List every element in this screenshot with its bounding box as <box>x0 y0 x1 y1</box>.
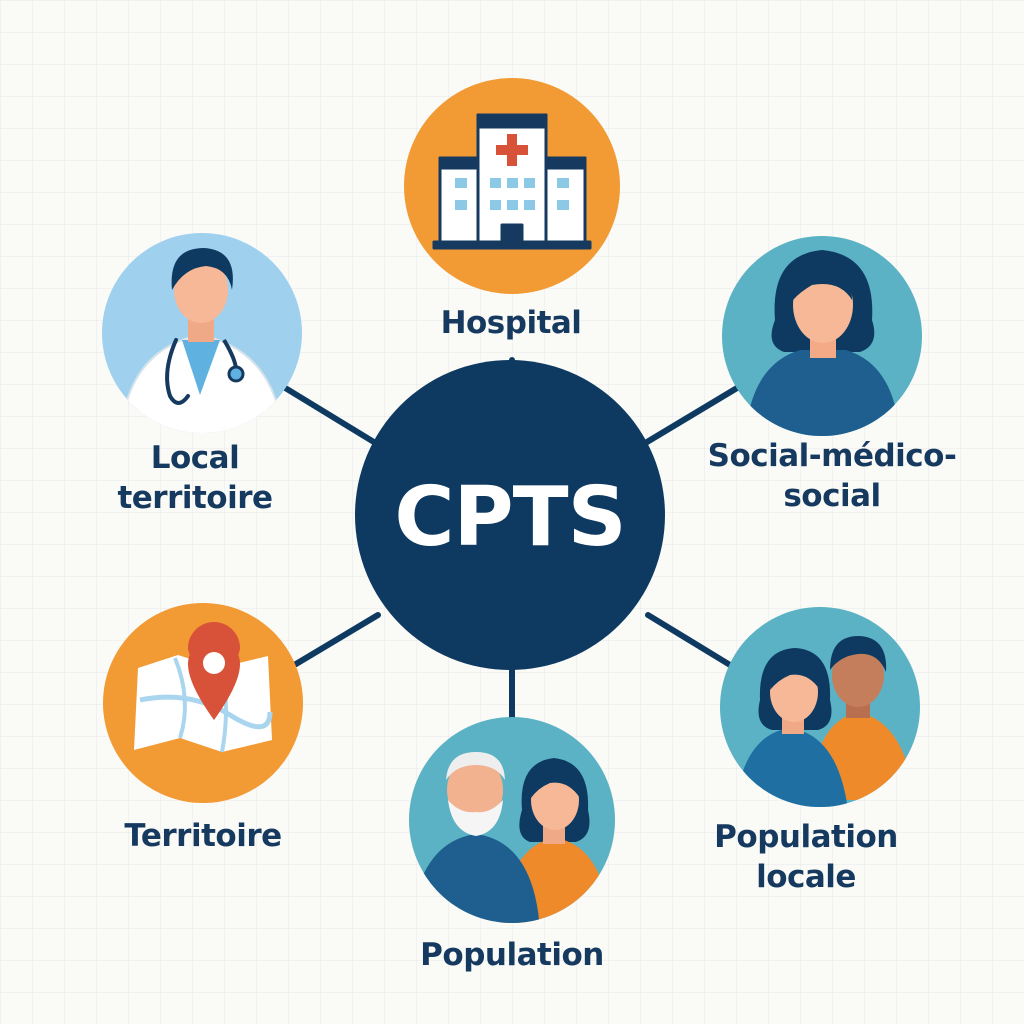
label-population: Population <box>380 935 644 975</box>
label-line: Population <box>420 937 604 973</box>
doctor-icon <box>118 248 286 433</box>
node-social <box>722 236 922 436</box>
hospital-windows <box>455 178 569 210</box>
map-pin-icon <box>134 621 273 753</box>
connector-territoire <box>293 612 381 667</box>
label-line: social <box>783 478 881 514</box>
label-social: Social-médico- social <box>682 436 982 516</box>
label-line: Population <box>714 819 898 855</box>
label-line: Local <box>150 440 240 476</box>
label-local-territoire: Local territoire <box>90 438 300 518</box>
node-territoire <box>103 603 303 803</box>
label-line: Territoire <box>124 818 282 854</box>
node-population <box>409 717 615 923</box>
red-cross <box>496 134 528 166</box>
center-label: CPTS <box>394 469 626 565</box>
connector-local-territoire <box>279 383 385 450</box>
label-line: locale <box>756 859 856 895</box>
label-line: Social-médico- <box>707 438 957 474</box>
label-hospital: Hospital <box>411 303 611 343</box>
label-line: Hospital <box>440 305 582 341</box>
node-local-territoire <box>102 233 302 433</box>
woman-icon <box>745 250 900 436</box>
connector-social <box>639 382 745 448</box>
label-population-locale: Population locale <box>686 817 926 897</box>
center-circle <box>355 360 665 670</box>
node-hospital <box>404 78 620 294</box>
node-population-locale <box>720 607 920 807</box>
label-line: territoire <box>117 480 273 516</box>
label-territoire: Territoire <box>98 816 308 856</box>
connector-population-locale <box>645 612 738 671</box>
